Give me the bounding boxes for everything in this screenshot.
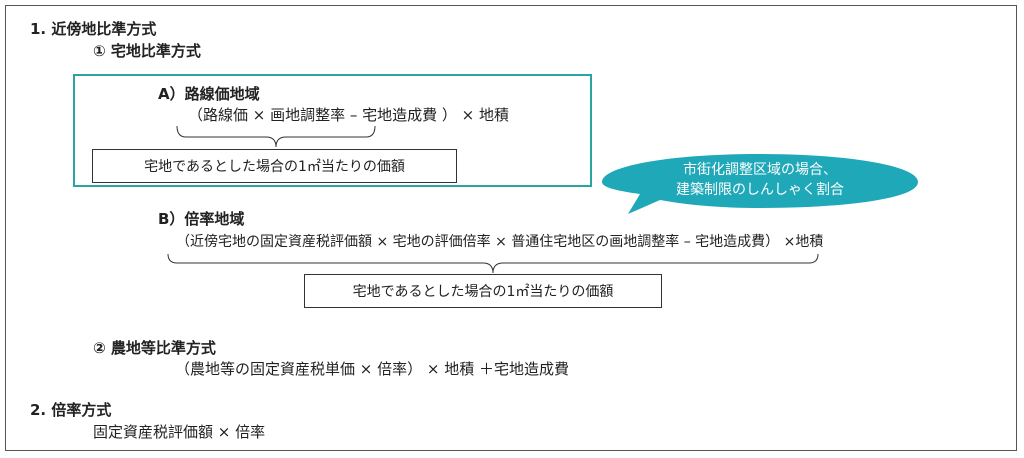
subsection-a-formula: （路線価 × 画地調整率 – 宅地造成費 ） × 地積 bbox=[188, 106, 510, 124]
callout-line-1: 市街化調整区域の場合、 bbox=[683, 162, 837, 178]
subsection-b-formula: （近傍宅地の固定資産税評価額 × 宅地の評価倍率 × 普通住宅地区の画地調整率 … bbox=[176, 234, 824, 250]
subsection-b-title: B）倍率地域 bbox=[158, 210, 245, 228]
subsection-b-result-box: 宅地であるとした場合の1㎡当たりの価額 bbox=[304, 274, 662, 308]
sub2-formula: （農地等の固定資産税単価 × 倍率） × 地積 ＋宅地造成費 bbox=[175, 360, 569, 378]
subsection-a-brace bbox=[176, 125, 376, 148]
content-frame bbox=[5, 5, 1017, 451]
callout-text: 市街化調整区域の場合、 建築制限のしんしゃく割合 bbox=[620, 160, 900, 200]
subsection-a-result-box: 宅地であるとした場合の1㎡当たりの価額 bbox=[92, 149, 457, 183]
callout-line-2: 建築制限のしんしゃく割合 bbox=[676, 182, 844, 198]
section2-heading: 2. 倍率方式 bbox=[30, 401, 112, 419]
route-price-area-box bbox=[73, 74, 592, 187]
subsection-a-title: A）路線価地域 bbox=[158, 85, 260, 103]
subsection-b-brace bbox=[167, 253, 819, 274]
section2-formula: 固定資産税評価額 × 倍率 bbox=[93, 423, 266, 441]
sub1-heading: ① 宅地比準方式 bbox=[93, 42, 201, 60]
callout-bubble bbox=[602, 154, 918, 214]
section1-heading: 1. 近傍地比準方式 bbox=[30, 20, 157, 38]
sub2-heading: ② 農地等比準方式 bbox=[93, 339, 216, 357]
